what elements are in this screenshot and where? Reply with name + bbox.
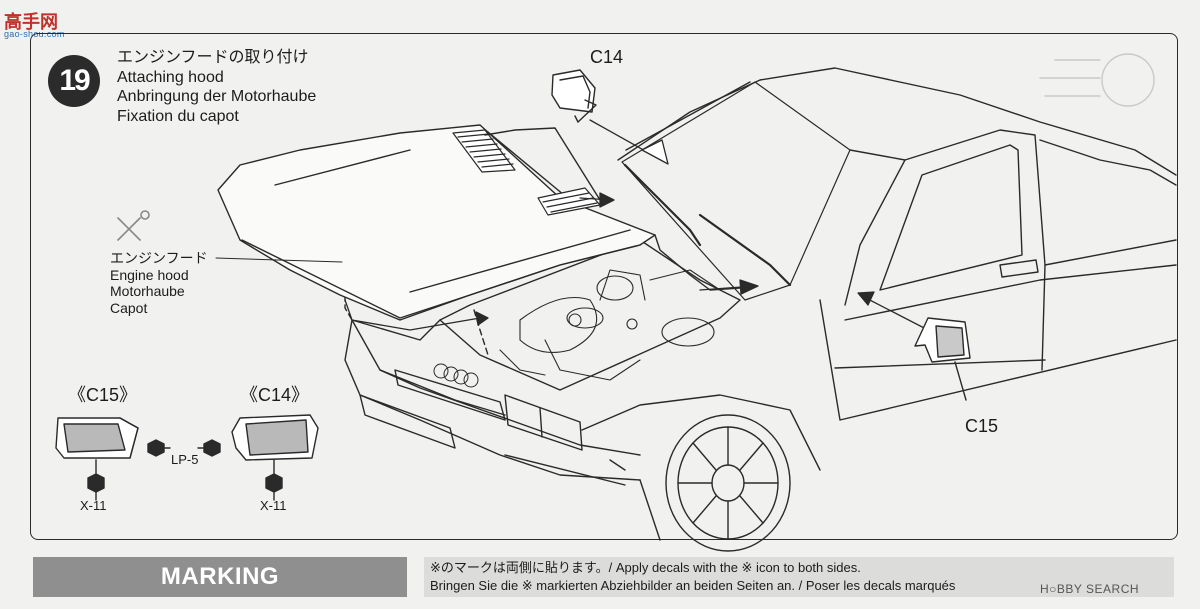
part-cutting-icon: [117, 210, 150, 241]
label-c15-bracketed: 《C15》: [68, 385, 138, 405]
marking-note-line-1: ※のマークは両側に貼ります。/ Apply decals with the ※ …: [430, 560, 861, 575]
engine-hood-label-fr: Capot: [110, 299, 148, 316]
screw-lp5-icons: [147, 439, 221, 457]
assembly-arrows: [344, 119, 929, 331]
label-x11-left: X-11: [80, 498, 107, 513]
marking-notes: ※のマークは両側に貼ります。/ Apply decals with the ※ …: [424, 557, 1174, 597]
engine-hood-label-en: Engine hood: [110, 266, 189, 283]
step-title-ja: エンジンフードの取り付け: [117, 49, 309, 66]
mirror-glass-c14-part: [231, 414, 319, 461]
step-number-badge: 19: [48, 55, 100, 107]
label-c14-bracketed: 《C14》: [240, 385, 310, 405]
label-c14: C14: [590, 47, 624, 67]
leader-lines: [215, 257, 343, 263]
engine-hood-part: [217, 124, 741, 321]
label-x11-right: X-11: [260, 498, 287, 513]
watermark-logo: 高手网: [4, 12, 58, 32]
mirror-glass-c15-part: [55, 417, 139, 459]
screw-x11-icons: [87, 459, 283, 501]
step-title-fr: Fixation du capot: [117, 107, 239, 125]
car-body-outline: [334, 67, 1177, 552]
label-lp5: LP-5: [171, 452, 199, 467]
mirror-c14-part: [551, 69, 597, 123]
front-wheel: [665, 414, 791, 552]
step-frame: [30, 33, 1178, 540]
background-ghost-graphic: [1039, 53, 1155, 107]
step-title-block: エンジンフードの取り付け Attaching hood Anbringung d…: [117, 48, 316, 126]
engine-hood-label-de: Motorhaube: [110, 283, 185, 299]
label-c15: C15: [965, 416, 999, 436]
step-title-en: Attaching hood: [117, 68, 224, 86]
engine-hood-label-ja: エンジンフード: [110, 250, 208, 266]
hood-vents: [452, 129, 601, 216]
engine-hood-label: エンジンフード Engine hood Motorhaube Capot: [110, 250, 208, 316]
marking-header: MARKING: [33, 557, 407, 597]
mirror-c15-part: [914, 317, 971, 401]
marking-note-line-2: Bringen Sie die ※ markierten Abziehbilde…: [430, 578, 956, 593]
step-title-de: Anbringung der Motorhaube: [117, 88, 317, 105]
watermark-footer: H○BBY SEARCH: [1040, 582, 1140, 596]
